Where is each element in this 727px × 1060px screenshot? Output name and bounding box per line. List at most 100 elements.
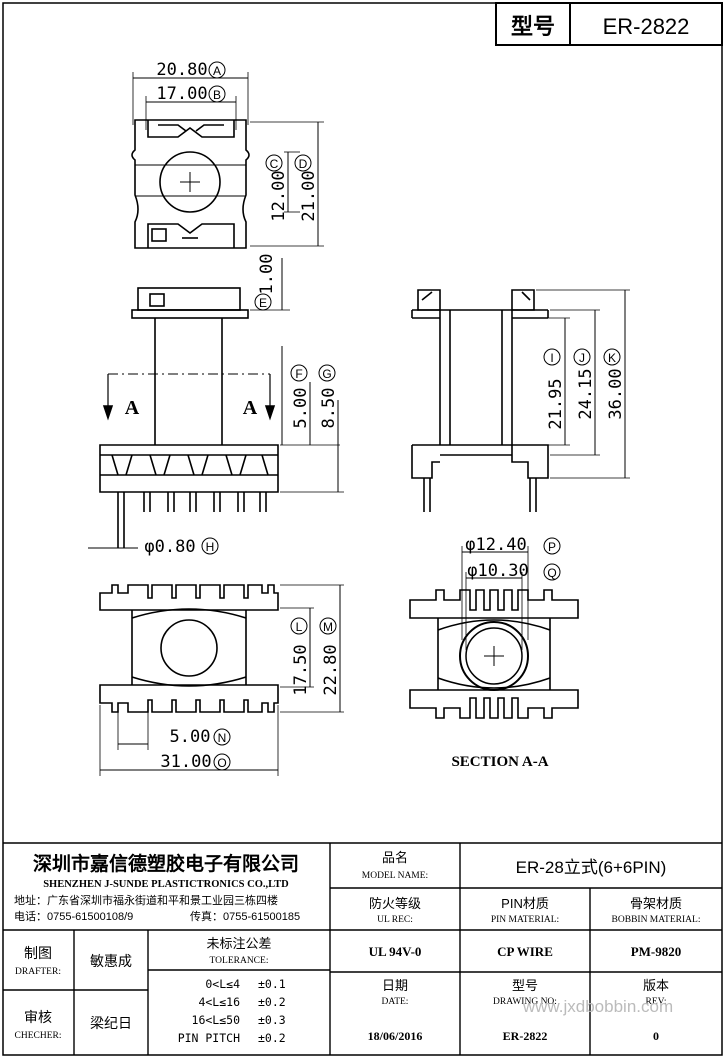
rev-value: 0 [653, 1029, 659, 1043]
dim-B: 17.00 B [156, 84, 226, 104]
dim-I: 21.95 I [543, 348, 566, 430]
model-name-field: 品名 MODEL NAME: ER-28立式(6+6PIN) [362, 850, 667, 881]
drafter-name: 敏惠成 [90, 953, 132, 969]
rev-en: REV: [646, 997, 667, 1007]
dim-E-value: 1.00 [257, 254, 277, 295]
dim-H-value: φ0.80 [144, 537, 195, 557]
ul-rec-cn: 防火等级 [369, 896, 421, 911]
dim-N-value: 5.00 [170, 727, 211, 747]
model-name-en: MODEL NAME: [362, 871, 428, 881]
bobbin-material-en: BOBBIN MATERIAL: [612, 915, 701, 925]
drawing-no-value: ER-2822 [503, 1029, 548, 1043]
rev-cn: 版本 [643, 978, 669, 993]
dim-P-tag: P [548, 540, 556, 554]
dim-A-value: 20.80 [156, 60, 207, 80]
tolerance-range-1: 4<L≤16 [198, 995, 240, 1009]
checker-field: 审核 CHECHER: 梁纪日 [15, 1009, 132, 1041]
dim-O-value: 31.00 [160, 752, 211, 772]
ul-value: UL 94V-0 [369, 944, 422, 959]
tolerance-cn: 未标注公差 [206, 936, 271, 951]
section-view [409, 546, 579, 719]
dim-B-tag: B [213, 88, 221, 102]
dim-P: φ12.40 P [465, 535, 561, 555]
checker-en: CHECHER: [15, 1031, 62, 1041]
drawing-no-cn: 型号 [512, 978, 538, 993]
material-values: UL 94V-0 CP WIRE PM-9820 [369, 944, 682, 959]
section-mark-right: A [243, 397, 258, 419]
date-field: 日期 DATE: 18/06/2016 [368, 978, 423, 1043]
tolerance-range-3: PIN PITCH [178, 1031, 240, 1045]
dim-Q-tag: Q [547, 566, 556, 580]
date-en: DATE: [382, 997, 409, 1007]
dim-E-tag: E [259, 296, 267, 310]
drawing-no-en: DRAWING NO: [493, 997, 557, 1007]
model-name-cn: 品名 [382, 850, 408, 865]
bottom-view [99, 584, 344, 776]
header-box: 型号 ER-2822 [495, 2, 723, 46]
dim-H: φ0.80 H [144, 537, 219, 557]
dim-Q: φ10.30 Q [467, 561, 561, 581]
drafter-en: DRAFTER: [15, 967, 61, 977]
dim-A-tag: A [213, 64, 221, 78]
tolerance-value-1: ±0.2 [258, 995, 286, 1009]
dim-D-value: 21.00 [299, 170, 319, 221]
tolerance-value-2: ±0.3 [258, 1013, 286, 1027]
company-name-cn: 深圳市嘉信德塑胶电子有限公司 [33, 852, 299, 875]
watermark: www.jxdbobbin.com [522, 997, 673, 1016]
dim-A: 20.80 A [156, 60, 226, 80]
rev-field: 版本 REV: 0 [643, 978, 669, 1043]
dim-O-tag: O [217, 756, 226, 770]
dim-H-tag: H [206, 540, 215, 554]
company-phone: 电话：0755-61500108/9 [14, 910, 133, 923]
dim-C-value: 12.00 [269, 170, 289, 221]
pin-value: CP WIRE [497, 944, 553, 959]
dim-C-tag: C [270, 157, 279, 171]
date-value: 18/06/2016 [368, 1029, 423, 1043]
dim-N: 5.00 N [170, 727, 231, 747]
drafter-cn: 制图 [24, 945, 52, 961]
tolerance-value-0: ±0.1 [258, 977, 286, 991]
section-marks: A A [125, 397, 258, 419]
dim-M-tag: M [323, 620, 333, 634]
front-view [88, 258, 344, 549]
dim-J-value: 24.15 [576, 368, 596, 419]
dim-F-tag: F [295, 367, 302, 381]
dim-F-value: 5.00 [291, 388, 311, 429]
dim-K-value: 36.00 [606, 368, 626, 419]
side-view [411, 289, 630, 512]
dim-E: 1.00 E [254, 254, 277, 311]
dim-I-tag: I [550, 351, 553, 365]
section-mark-left: A [125, 397, 140, 419]
dim-C: C 12.00 [265, 154, 289, 222]
header-type-value: ER-2822 [603, 14, 690, 39]
dim-D: D 21.00 [294, 154, 319, 222]
dim-J-tag: J [579, 351, 585, 365]
dim-G: G 8.50 [318, 364, 339, 428]
date-cn: 日期 [382, 978, 408, 993]
material-headers: 防火等级 UL REC: PIN材质 PIN MATERIAL: 骨架材质 BO… [369, 896, 700, 925]
checker-name: 梁纪日 [90, 1015, 132, 1031]
dim-I-value: 21.95 [546, 378, 566, 429]
company-info: 深圳市嘉信德塑胶电子有限公司 SHENZHEN J-SUNDE PLASTICT… [14, 852, 300, 923]
header-type-label: 型号 [511, 14, 555, 39]
dim-J: 24.15 J [573, 348, 596, 420]
pin-material-cn: PIN材质 [501, 896, 549, 911]
dim-O: 31.00 O [160, 752, 231, 772]
dim-L-tag: L [296, 620, 303, 634]
title-block [3, 842, 722, 1055]
bobbin-material-cn: 骨架材质 [630, 896, 682, 911]
top-view [131, 72, 324, 249]
dim-N-tag: N [218, 731, 227, 745]
drafter-field: 制图 DRAFTER: 敏惠成 [15, 945, 132, 977]
dim-F: F 5.00 [290, 364, 311, 429]
pin-material-en: PIN MATERIAL: [491, 915, 559, 925]
tolerance-field: 未标注公差 TOLERANCE: 0<L≤4 ±0.1 4<L≤16 ±0.2 … [178, 936, 286, 1045]
dim-Q-value: φ10.30 [467, 561, 528, 581]
ul-rec-en: UL REC: [377, 915, 413, 925]
company-fax: 传真：0755-61500185 [190, 909, 300, 923]
company-address: 地址：广东省深圳市福永街道和平和景工业园三栋四楼 [14, 893, 278, 907]
tolerance-value-3: ±0.2 [258, 1031, 286, 1045]
dim-K-tag: K [608, 351, 616, 365]
dim-K: 36.00 K [603, 348, 626, 420]
checker-cn: 审核 [24, 1009, 52, 1025]
